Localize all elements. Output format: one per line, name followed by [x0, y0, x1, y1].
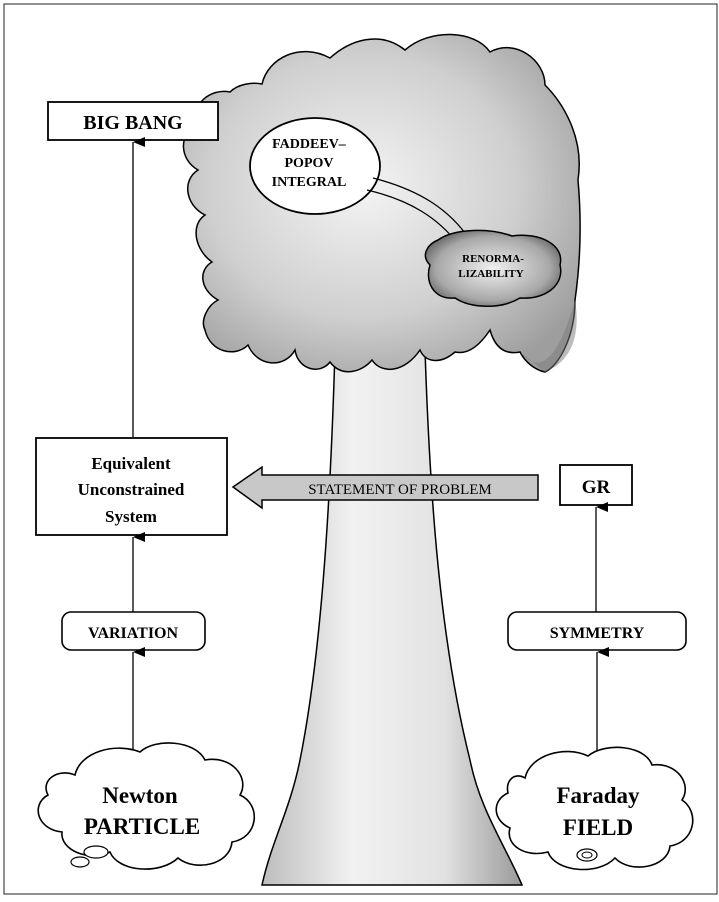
tree-canopy: [182, 33, 581, 373]
newton-cloud: [37, 742, 255, 870]
faraday-line2: FIELD: [563, 815, 633, 840]
equivalent-line2: Unconstrained: [78, 480, 185, 499]
newton-pebble-1: [83, 845, 109, 859]
faddeev-popov-ellipse: [249, 117, 381, 215]
faraday-cloud: [495, 746, 694, 871]
equivalent-line3: System: [105, 507, 157, 526]
equivalent-system-box: [35, 437, 228, 536]
faddeev-line3: INTEGRAL: [272, 175, 347, 190]
statement-of-problem-arrow: [231, 465, 539, 510]
equivalent-line1: Equivalent: [91, 454, 171, 473]
faraday-line1: Faraday: [556, 783, 640, 808]
renorm-line1: RENORMA-: [462, 253, 524, 265]
gr-label: GR: [582, 477, 611, 498]
canopy-shadow-right: [520, 300, 577, 372]
tree-trunk: [261, 349, 524, 886]
faraday-pebble-inner: [581, 851, 593, 859]
faddeev-line1: FADDEEV–: [272, 137, 347, 152]
newton-line1: Newton: [102, 783, 178, 808]
renorm-line2: LIZABILITY: [458, 268, 523, 280]
big-bang-label: BIG BANG: [83, 112, 183, 134]
newton-pebble-2: [70, 856, 90, 868]
frame-border: [3, 3, 718, 895]
gr-box: [559, 464, 633, 506]
symmetry-label: SYMMETRY: [550, 625, 645, 642]
variation-label: VARIATION: [88, 625, 179, 642]
newton-line2: PARTICLE: [84, 814, 200, 839]
statement-label: STATEMENT OF PROBLEM: [308, 482, 492, 498]
faddeev-line2: POPOV: [285, 156, 334, 171]
renormalizability-blob: [424, 229, 562, 307]
